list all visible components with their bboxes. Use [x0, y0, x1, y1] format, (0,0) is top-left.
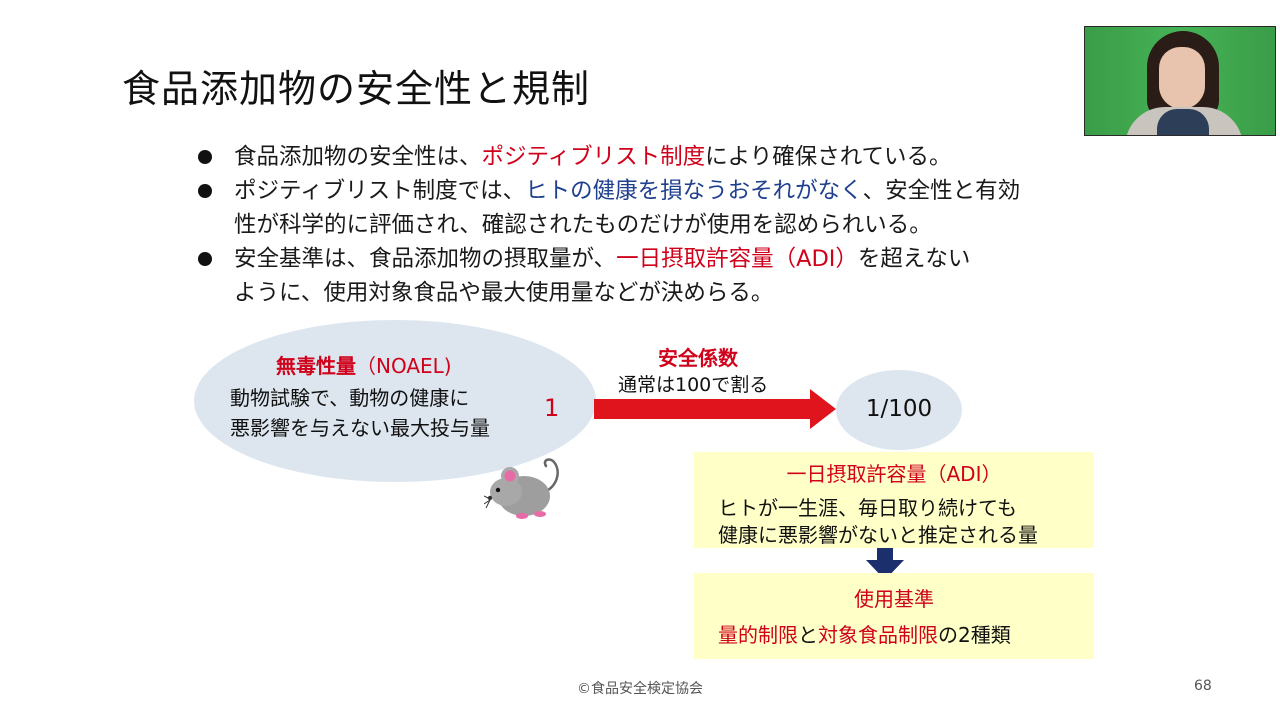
noael-value: 1	[544, 394, 560, 422]
right-arrow-icon	[594, 399, 812, 419]
adi-line1: ヒトが一生涯、毎日取り続けても	[718, 496, 1017, 520]
bullet-dot-icon	[198, 150, 212, 164]
safety-factor-subtitle: 通常は100で割る	[618, 374, 769, 396]
bullet-dot-icon	[198, 184, 212, 198]
noael-desc-line2: 悪影響を与えない最大投与量	[230, 416, 490, 440]
bullet-text: 、安全性と有効	[862, 178, 1021, 204]
adi-title: 一日摂取許容量（ADI）	[786, 462, 1002, 486]
noael-title-suffix: （NOAEL)	[356, 354, 452, 378]
noael-title-text: 無毒性量	[276, 354, 356, 378]
mouse-icon	[484, 458, 559, 519]
down-arrow-icon	[877, 548, 893, 562]
bullet-dot-icon	[198, 252, 212, 266]
bullet-text: 食品添加物の安全性は、	[234, 144, 482, 170]
bullet-item: 食品添加物の安全性は、ポジティブリスト制度により確保されている。	[196, 140, 1076, 174]
bullet-text: を超えない	[857, 246, 971, 272]
bullet-continuation: 性が科学的に評価され、確認されたものだけが使用を認められいる。	[234, 212, 932, 238]
bullet-continuation: ように、使用対象食品や最大使用量などが決めらる。	[234, 280, 774, 306]
footer-copyright: ©食品安全検定協会	[577, 681, 703, 697]
page-number: 68	[1194, 678, 1212, 694]
bullet-highlight: ヒトの健康を損なうおそれがなく	[525, 178, 863, 204]
bullet-text: により確保されている。	[705, 144, 952, 170]
bullet-highlight: 一日摂取許容量（ADI）	[616, 246, 858, 272]
noael-desc-line1: 動物試験で、動物の健康に	[230, 386, 470, 410]
slide-title: 食品添加物の安全性と規制	[122, 67, 591, 111]
adi-line2: 健康に悪影響がないと推定される量	[718, 523, 1038, 547]
adi-box: 一日摂取許容量（ADI） ヒトが一生涯、毎日取り続けても 健康に悪影響がないと推…	[694, 452, 1094, 548]
noael-title: 無毒性量（NOAEL)	[276, 350, 452, 379]
usage-standard-box: 使用基準 量的制限と対象食品制限の2種類	[694, 573, 1094, 659]
target-food-limit-text: 対象食品制限	[818, 623, 938, 647]
bullet-item: ポジティブリスト制度では、ヒトの健康を損なうおそれがなく、安全性と有効 性が科学…	[196, 174, 1076, 242]
quantity-limit-text: 量的制限	[718, 623, 798, 647]
ratio-value: 1/100	[865, 396, 933, 422]
types-text: の2種類	[938, 623, 1011, 647]
usage-standard-title: 使用基準	[854, 587, 934, 611]
presenter-video-thumbnail[interactable]	[1084, 26, 1276, 136]
bullet-list: 食品添加物の安全性は、ポジティブリスト制度により確保されている。 ポジティブリス…	[196, 140, 1076, 310]
right-arrow-head-icon	[810, 389, 836, 429]
bullet-text: ポジティブリスト制度では、	[234, 178, 526, 204]
presenter-face	[1159, 47, 1205, 109]
bullet-highlight: ポジティブリスト制度	[481, 144, 706, 170]
usage-standard-desc: 量的制限と対象食品制限の2種類	[718, 619, 1011, 648]
bullet-item: 安全基準は、食品添加物の摂取量が、一日摂取許容量（ADI）を超えない ように、使…	[196, 242, 1076, 310]
connector-text: と	[798, 623, 818, 647]
ratio-ellipse	[836, 370, 962, 450]
presenter-collar	[1157, 109, 1209, 135]
bullet-text: 安全基準は、食品添加物の摂取量が、	[234, 246, 617, 272]
noael-ellipse	[194, 320, 596, 482]
safety-factor-title: 安全係数	[658, 346, 738, 370]
